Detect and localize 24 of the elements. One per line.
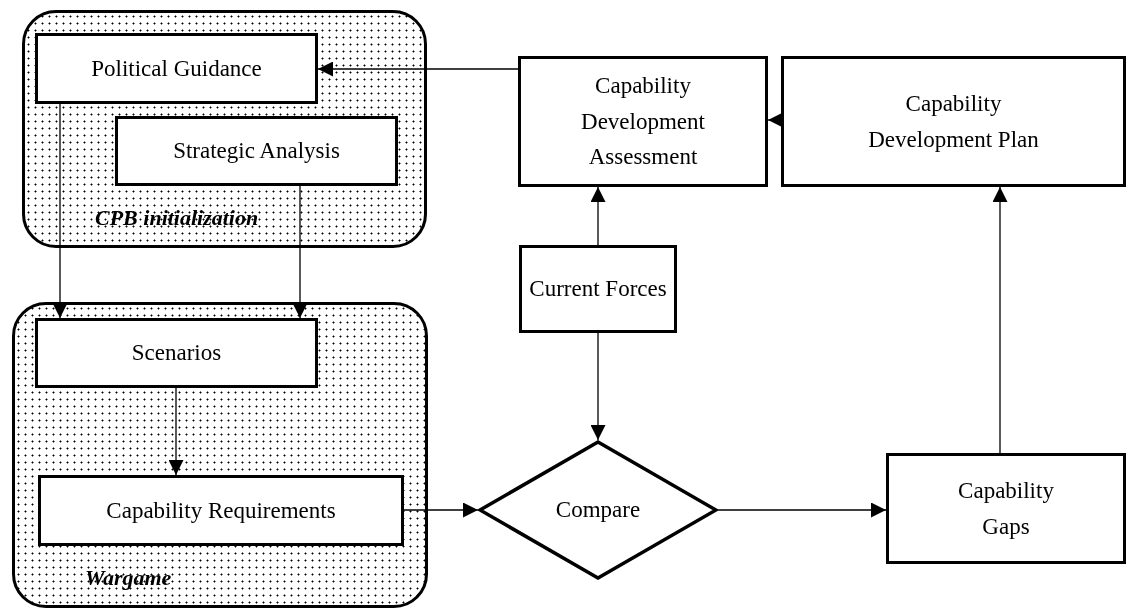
process-box: Current Forces bbox=[519, 245, 677, 333]
process-box: Capability Development Assessment bbox=[518, 56, 768, 187]
group-label: Wargame bbox=[85, 565, 172, 591]
arrow bbox=[168, 387, 184, 476]
process-box: Scenarios bbox=[35, 318, 318, 388]
process-box: Capability Gaps bbox=[886, 453, 1126, 564]
arrow bbox=[403, 502, 479, 518]
arrow bbox=[717, 502, 887, 518]
process-box: Capability Requirements bbox=[38, 475, 404, 546]
arrow bbox=[317, 61, 519, 77]
group-panel bbox=[22, 10, 427, 248]
arrow bbox=[292, 185, 308, 319]
arrow bbox=[992, 186, 1008, 454]
process-box: Strategic Analysis bbox=[115, 116, 398, 186]
arrow bbox=[52, 103, 68, 319]
process-box: Capability Development Plan bbox=[781, 56, 1126, 187]
arrow bbox=[590, 332, 606, 441]
arrow bbox=[590, 186, 606, 246]
decision-label: Compare bbox=[555, 497, 641, 523]
group-panel bbox=[12, 302, 428, 608]
process-box: Political Guidance bbox=[35, 33, 318, 104]
decision-diamond bbox=[478, 440, 718, 580]
group-label: CPB initialization bbox=[95, 205, 259, 231]
arrow bbox=[767, 112, 783, 128]
